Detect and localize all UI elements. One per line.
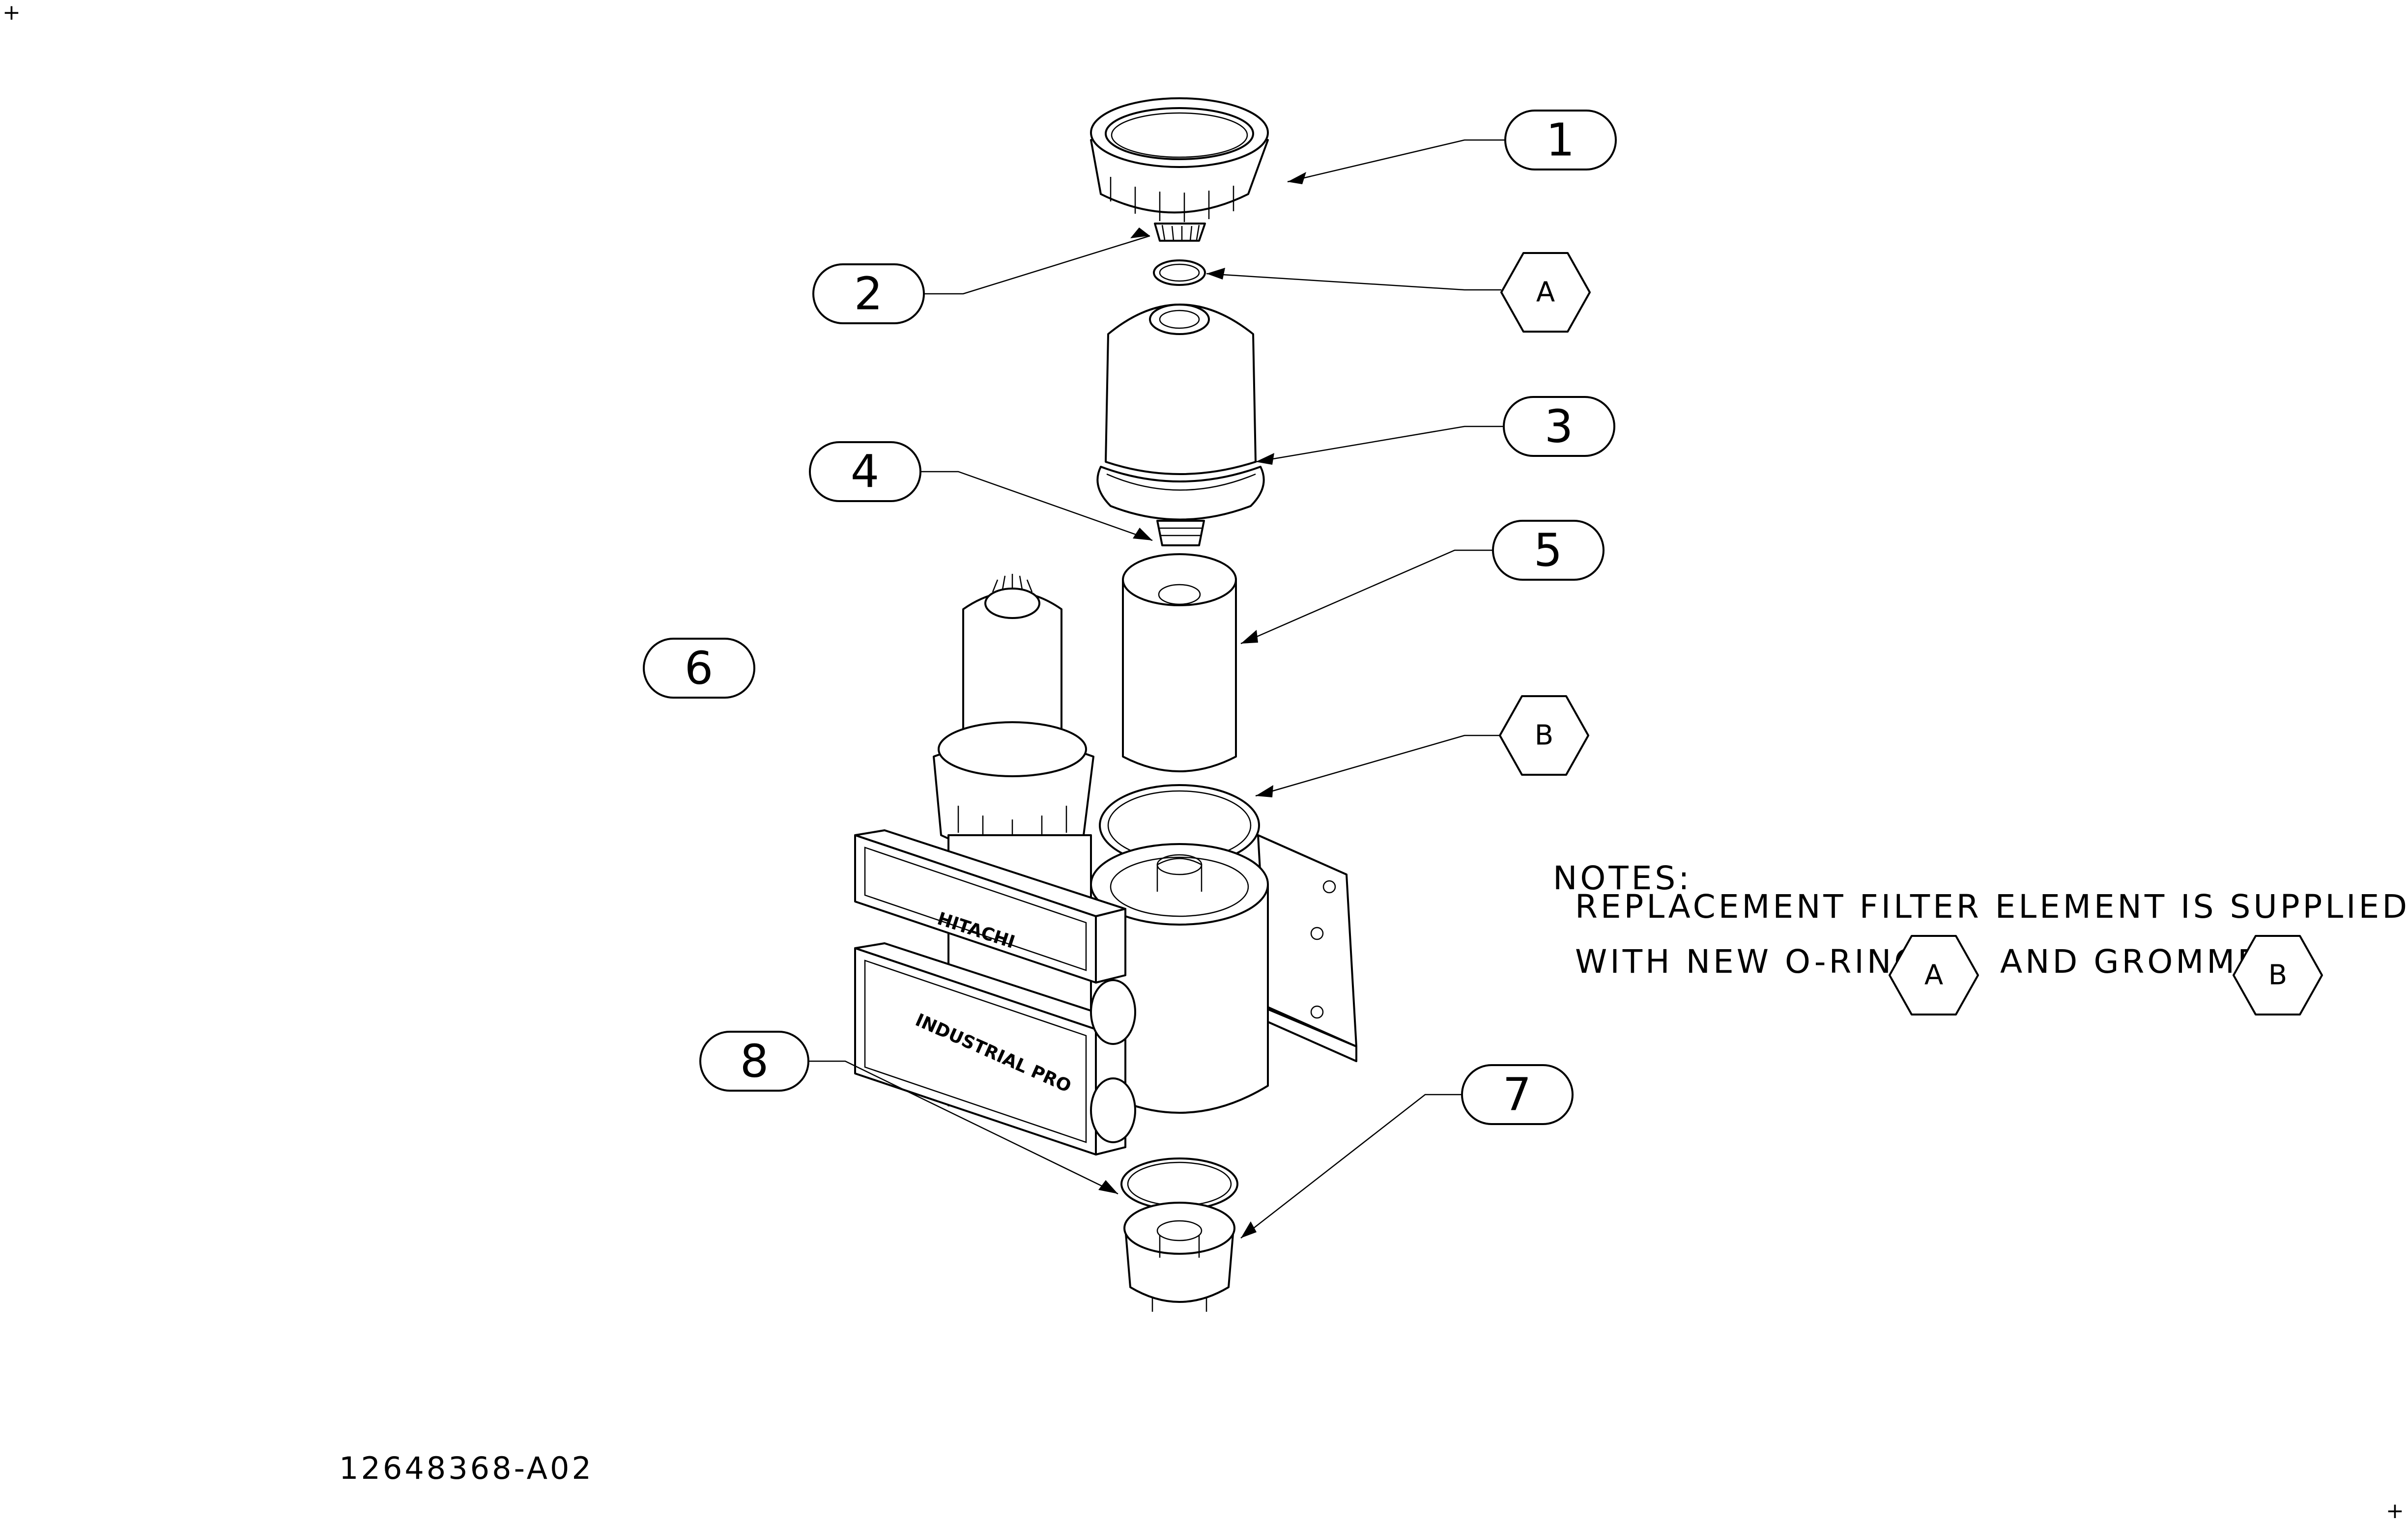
callout-8-label: 8 [740, 1035, 769, 1088]
callout-6-label: 6 [685, 642, 714, 695]
part-drain-cup [1123, 1202, 1235, 1312]
callout-5: 5 [1492, 520, 1605, 581]
notes-block: NOTES: REPLACEMENT FILTER ELEMENT IS SUP… [1553, 859, 2408, 1015]
notes-heading: NOTES: [1553, 859, 1692, 897]
notes-line-1: REPLACEMENT FILTER ELEMENT IS SUPPLIED [1575, 888, 2408, 926]
registration-mark-top-left: + [2, 0, 21, 25]
part-bowl-ring [1090, 97, 1269, 242]
hex-tag-a: A [1500, 252, 1591, 333]
callout-3: 3 [1503, 396, 1615, 457]
callout-3-label: 3 [1545, 400, 1574, 453]
part-o-ring-a [1153, 259, 1206, 286]
callout-4: 4 [809, 441, 921, 502]
callout-8: 8 [699, 1031, 809, 1092]
notes-hex-tag-a-label: A [1924, 959, 1943, 991]
leader-lines [807, 139, 1505, 1239]
part-filter-element [1122, 553, 1237, 772]
drawing-number: 12648368-A02 [339, 1450, 594, 1486]
part-drain-valve [1156, 520, 1205, 546]
part-filter-bowl [1096, 304, 1265, 521]
callout-4-label: 4 [851, 446, 880, 498]
hex-tag-b-label: B [1535, 720, 1553, 752]
callout-1-label: 1 [1546, 114, 1575, 167]
hex-tag-a-label: A [1536, 277, 1555, 309]
notes-hex-tag-b: B [2233, 935, 2323, 1015]
callout-7-label: 7 [1503, 1069, 1532, 1121]
callout-6: 6 [643, 638, 755, 699]
callout-5-label: 5 [1534, 524, 1563, 577]
part-housing-assembly: HITACHI INDUSTRIAL PRO [854, 574, 1357, 1156]
callout-2: 2 [812, 263, 925, 324]
callout-7: 7 [1461, 1064, 1574, 1125]
notes-hex-tag-b-label: B [2268, 959, 2287, 991]
notes-line-2-prefix: WITH NEW O-RING [1575, 943, 1922, 981]
hex-tag-b: B [1499, 695, 1589, 776]
callout-1: 1 [1504, 110, 1617, 170]
registration-mark-bottom-right: + [2386, 1498, 2404, 1523]
callout-2-label: 2 [854, 268, 883, 320]
notes-hex-tag-a: A [1889, 935, 1979, 1015]
